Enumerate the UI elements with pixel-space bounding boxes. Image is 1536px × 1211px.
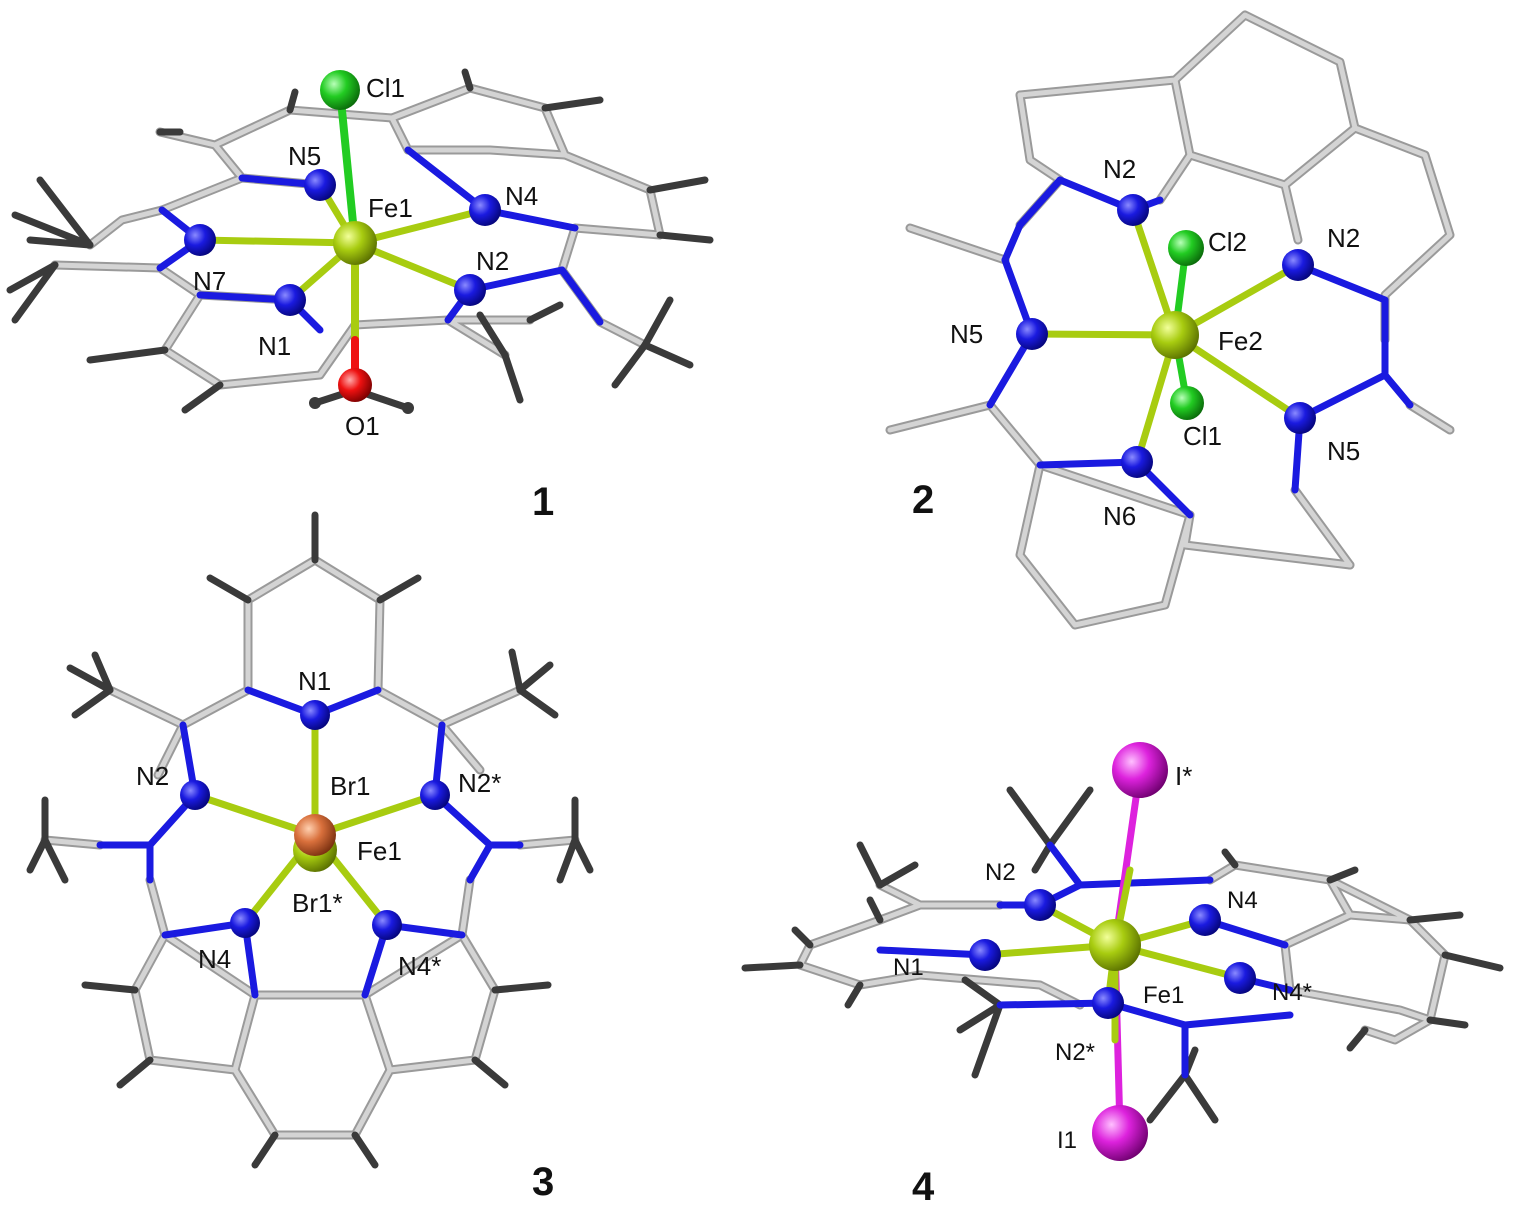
label-br1-star: Br1* xyxy=(292,888,343,918)
label-cl1: Cl1 xyxy=(1183,421,1222,451)
panel-number-2: 2 xyxy=(912,478,934,522)
label-n2: N2 xyxy=(476,246,509,276)
label-fe2: Fe2 xyxy=(1218,326,1263,356)
label-n4: N4 xyxy=(198,944,231,974)
label-n1: N1 xyxy=(298,666,331,696)
n6-atom xyxy=(1121,446,1153,478)
n2-atom xyxy=(1117,194,1149,226)
i1-atom xyxy=(1092,1105,1148,1161)
n1-atom xyxy=(969,939,1001,971)
n2-atom xyxy=(1024,889,1056,921)
label-n6: N6 xyxy=(1103,501,1136,531)
n2-atom xyxy=(1282,249,1314,281)
cl1-atom xyxy=(320,70,360,110)
panel-3-structure: N1 N2 Br1 N2* Fe1 Br1* N4 N4* 3 xyxy=(26,511,594,1204)
n4-atom xyxy=(230,908,260,938)
label-n7: N7 xyxy=(193,266,226,296)
cl2-atom xyxy=(1168,230,1204,266)
label-n1: N1 xyxy=(258,331,291,361)
label-n2: N2 xyxy=(1327,223,1360,253)
n5-atom xyxy=(1016,318,1048,350)
n5-atom xyxy=(1284,402,1316,434)
n4-atom xyxy=(469,194,501,226)
n2-atom xyxy=(454,274,486,306)
fe1-atom xyxy=(1089,919,1141,971)
label-n4: N4 xyxy=(505,181,538,211)
h-atom xyxy=(309,397,321,409)
n4-star-atom xyxy=(1224,962,1256,994)
n2-star-atom xyxy=(420,780,450,810)
label-fe1: Fe1 xyxy=(357,836,402,866)
panel-number-3: 3 xyxy=(532,1160,554,1204)
label-n4-star: N4* xyxy=(1272,979,1312,1006)
panel-1-structure: Cl1 N5 Fe1 N4 N7 N2 N1 O1 1 xyxy=(6,68,714,524)
n7-atom xyxy=(184,224,216,256)
label-o1: O1 xyxy=(345,411,380,441)
label-n2: N2 xyxy=(136,761,169,791)
n1-atom xyxy=(300,700,330,730)
label-i1: I1 xyxy=(1057,1127,1077,1154)
label-n2-star: N2* xyxy=(458,768,501,798)
label-n2: N2 xyxy=(1103,154,1136,184)
fe1-atom xyxy=(333,221,377,265)
label-cl1: Cl1 xyxy=(366,73,405,103)
n2-atom xyxy=(180,780,210,810)
panel-number-1: 1 xyxy=(532,480,554,524)
label-n4: N4 xyxy=(1227,887,1258,914)
fe2-atom xyxy=(1151,311,1199,359)
n4-atom xyxy=(1189,904,1221,936)
iodine-star-atom xyxy=(1112,742,1168,798)
br1-atom xyxy=(294,814,336,856)
label-cl2: Cl2 xyxy=(1208,227,1247,257)
n1-atom xyxy=(274,284,306,316)
n4-star-atom xyxy=(372,910,402,940)
n2-star-atom xyxy=(1092,987,1124,1019)
panel-number-4: 4 xyxy=(912,1165,935,1209)
label-fe1: Fe1 xyxy=(1143,982,1184,1009)
label-fe1: Fe1 xyxy=(368,193,413,223)
label-br1: Br1 xyxy=(330,771,370,801)
label-n2: N2 xyxy=(985,859,1016,886)
n5-atom xyxy=(304,169,336,201)
label-n1: N1 xyxy=(893,954,924,981)
label-i-star: I* xyxy=(1175,761,1192,791)
panel-4-structure: I* N2 N4 N1 Fe1 N4* N2* I1 4 xyxy=(741,742,1504,1209)
cl1-atom xyxy=(1170,386,1204,420)
label-n5: N5 xyxy=(950,319,983,349)
o1-atom xyxy=(338,368,372,402)
label-n4-star: N4* xyxy=(398,951,441,981)
h-atom xyxy=(402,402,414,414)
label-n5: N5 xyxy=(1327,436,1360,466)
label-n2-star: N2* xyxy=(1055,1039,1095,1066)
label-n5: N5 xyxy=(288,141,321,171)
panel-2-structure: N2 Cl2 N2 N5 Fe2 Cl1 N5 N6 2 xyxy=(885,10,1455,630)
